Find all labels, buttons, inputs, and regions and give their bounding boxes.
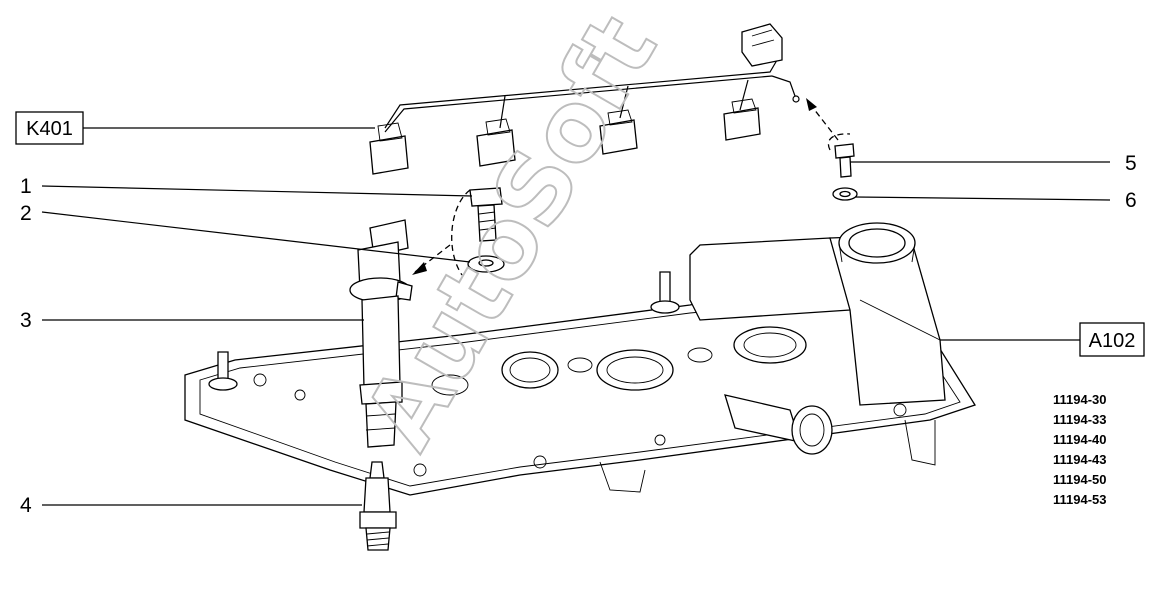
washer [467, 255, 505, 273]
bolt [469, 187, 503, 242]
part-number: 11194-40 [1053, 432, 1107, 447]
part-number: 11194-30 [1053, 392, 1107, 407]
valve-cover [184, 222, 976, 496]
coil-connector [599, 109, 638, 155]
part-number: 11194-53 [1053, 492, 1107, 507]
small-washer [832, 187, 858, 201]
ignition-coil [349, 219, 413, 448]
label-k401: K401 [15, 111, 84, 145]
label-a102-text: A102 [1089, 330, 1136, 352]
callout-1: 1 [20, 175, 32, 198]
spark-plug [359, 461, 397, 551]
screw [834, 143, 855, 178]
coil-connector [476, 118, 516, 167]
part-number: 11194-50 [1053, 472, 1107, 487]
coil-connector [723, 98, 761, 141]
callout-3: 3 [20, 309, 32, 332]
wiring-harness [369, 23, 800, 175]
callout-5: 5 [1125, 152, 1137, 175]
callout-labels: 1 2 3 4 5 6 [20, 152, 1137, 517]
part-number: 11194-33 [1053, 412, 1107, 427]
part-number-list: 11194-30 11194-33 11194-40 11194-43 1119… [1053, 392, 1107, 507]
callout-2: 2 [20, 202, 32, 225]
label-a102: A102 [1079, 322, 1145, 357]
leader-lines [41, 127, 1111, 506]
label-k401-text: K401 [26, 118, 73, 140]
callout-6: 6 [1125, 189, 1137, 212]
part-number: 11194-43 [1053, 452, 1107, 467]
coil-connector [369, 122, 409, 175]
callout-4: 4 [20, 494, 32, 517]
